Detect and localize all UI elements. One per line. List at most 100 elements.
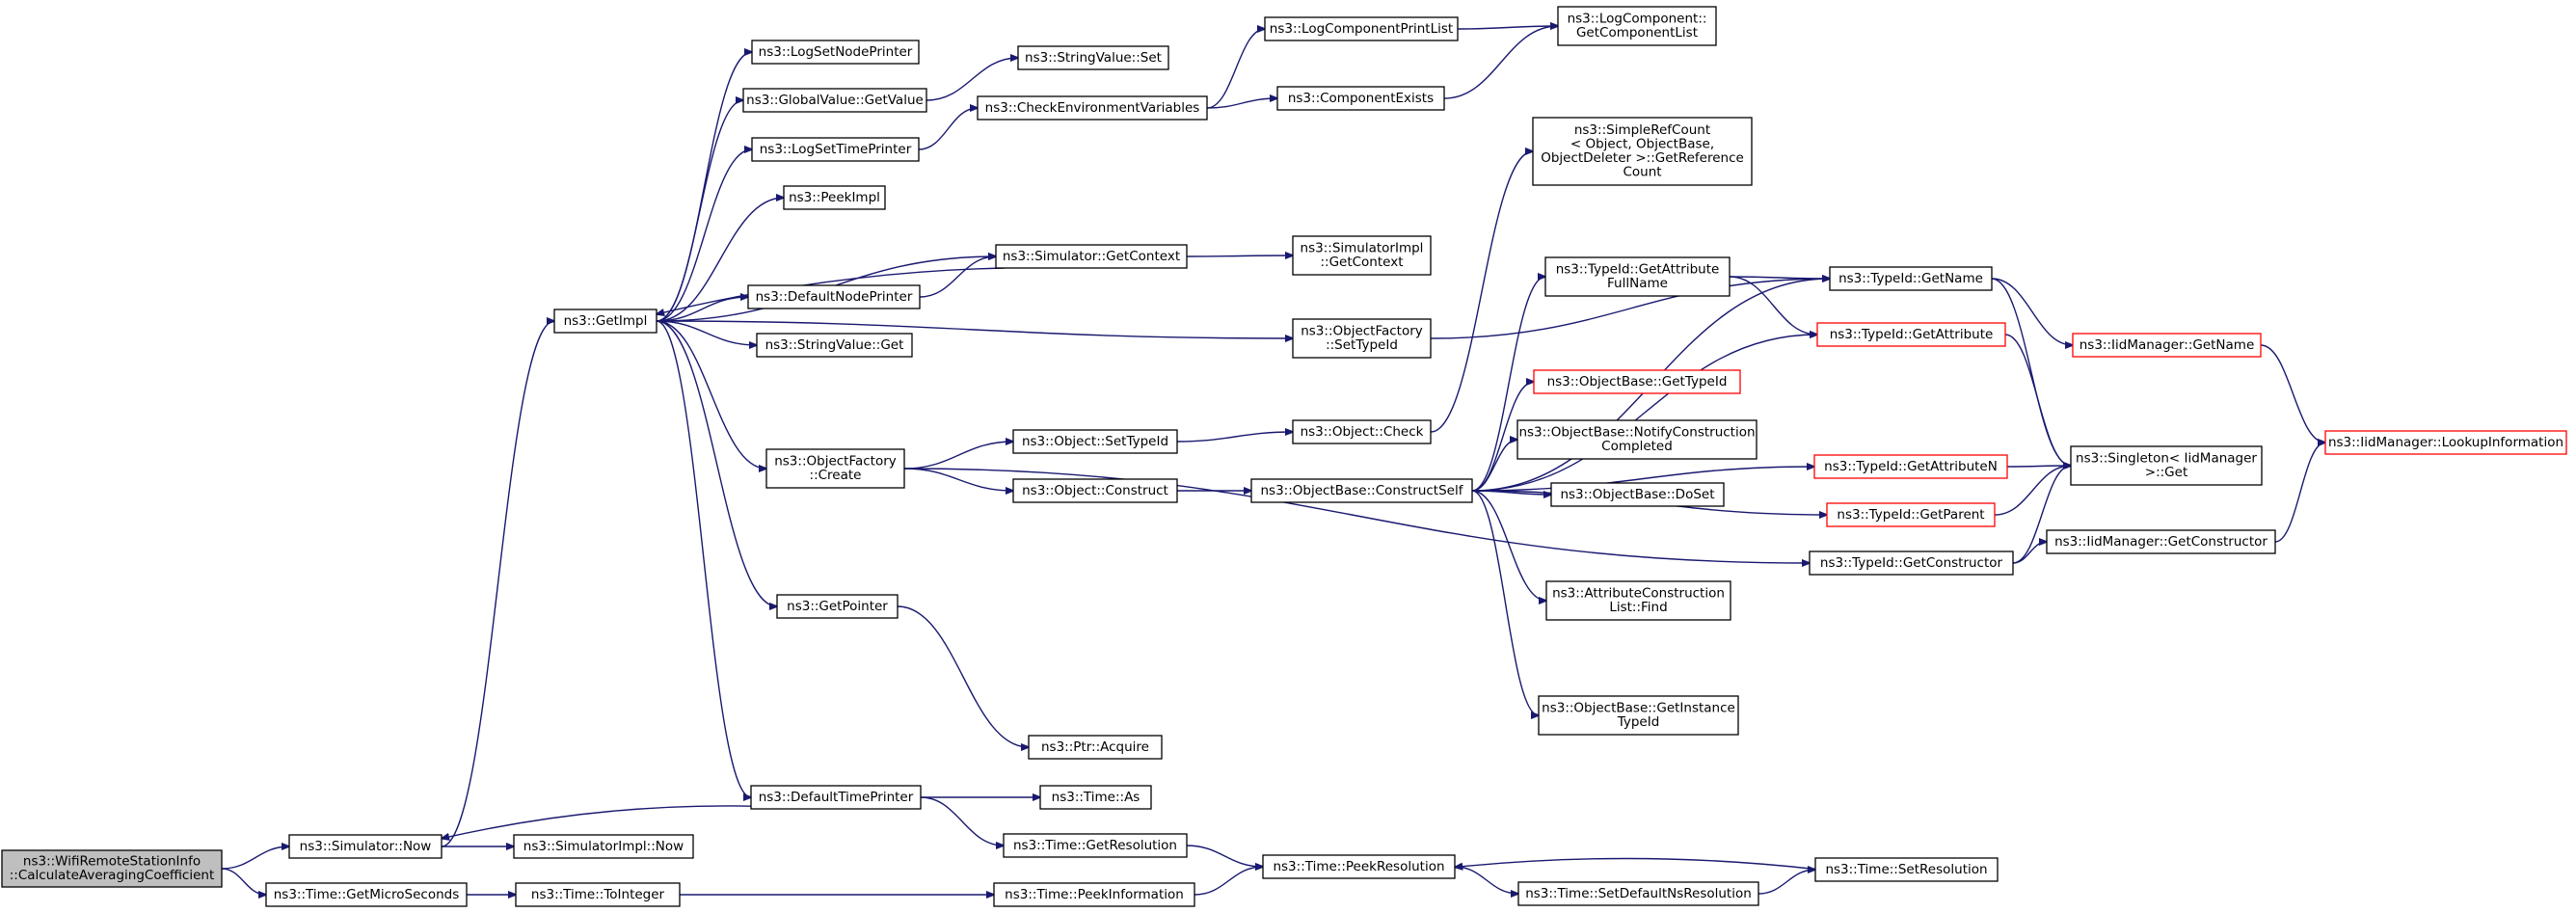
node-box [1545,580,1731,621]
node-getmicro[interactable]: ns3::Time::GetMicroSeconds [265,882,468,907]
call-edge [1471,467,1814,492]
node-label: ns3::PeekImpl [789,190,880,205]
node-objsettype[interactable]: ns3::Object::SetTypeId [1012,429,1178,454]
node-label: < Object, ObjectBase, [1570,137,1714,152]
node-peekres[interactable]: ns3::Time::PeekResolution [1262,854,1456,879]
node-constructself[interactable]: ns3::ObjectBase::ConstructSelf [1250,478,1473,503]
node-label: ns3::Time::PeekResolution [1273,859,1444,874]
node-iidgetname[interactable]: ns3::IidManager::GetName [2072,333,2262,358]
node-objcheck[interactable]: ns3::Object::Check [1292,419,1432,444]
node-logcompprint[interactable]: ns3::LogComponentPrintList [1264,16,1459,41]
call-edge [1194,867,1263,896]
node-simimplnow[interactable]: ns3::SimulatorImpl::Now [513,834,694,859]
node-label: ns3::CheckEnvironmentVariables [985,100,1200,116]
node-defnode[interactable]: ns3::DefaultNodePrinter [747,284,921,309]
edge-deftime-to-simnow [442,805,752,839]
node-deftime[interactable]: ns3::DefaultTimePrinter [750,785,922,810]
node-globalget[interactable]: ns3::GlobalValue::GetValue [742,88,927,113]
edge-getattrfull-to-tidgetname [1729,277,1830,279]
edge-deftime-to-getres [920,796,1004,846]
node-peekimpl[interactable]: ns3::PeekImpl [783,185,886,210]
call-edge [1206,29,1265,109]
node-label: FullName [1607,276,1668,291]
call-edge [1471,490,1539,715]
node-label: ns3::DefaultTimePrinter [759,790,914,805]
node-getres[interactable]: ns3::Time::GetResolution [1003,833,1188,858]
node-label: List::Find [1609,600,1667,615]
node-iidgetconstr[interactable]: ns3::IidManager::GetConstructor [2046,529,2276,554]
node-logsetnode[interactable]: ns3::LogSetNodePrinter [751,40,920,65]
node-label: ns3::LogSetNodePrinter [759,44,913,60]
node-label: ns3::IidManager::LookupInformation [2328,435,2563,450]
node-strset[interactable]: ns3::StringValue::Set [1017,45,1169,70]
edge-setdefaultns-to-timesetres [1758,870,1815,895]
node-simnow[interactable]: ns3::Simulator::Now [288,834,443,859]
edge-checkenv-to-compexists [1206,98,1277,109]
node-logsettime[interactable]: ns3::LogSetTimePrinter [751,137,920,162]
call-edge [1729,277,1830,279]
node-iidlookup[interactable]: ns3::IidManager::LookupInformation [2324,430,2567,455]
node-box [1809,550,2014,576]
node-label: ns3::StringValue::Get [765,337,904,353]
node-compexists[interactable]: ns3::ComponentExists [1276,86,1445,111]
node-ofsettype[interactable]: ns3::ObjectFactory::SetTypeId [1292,318,1432,359]
node-tointeger[interactable]: ns3::Time::ToInteger [515,882,681,907]
node-singletonget[interactable]: ns3::Singleton< IidManager>::Get [2070,445,2263,486]
node-notifyconstr[interactable]: ns3::ObjectBase::NotifyConstructionCompl… [1516,419,1758,460]
edge-ofcreate-to-objconstruct [903,468,1013,491]
node-tidgetattr[interactable]: ns3::TypeId::GetAttribute [1816,322,2006,347]
node-timesetres[interactable]: ns3::Time::SetResolution [1814,857,1999,882]
node-label: ::Create [810,468,862,483]
node-ofcreate[interactable]: ns3::ObjectFactory::Create [765,448,905,489]
node-timeas[interactable]: ns3::Time::As [1039,785,1152,810]
edge-logsettime-to-checkenv [918,108,978,150]
edge-getimpl-to-deftime [656,320,751,797]
edge-getimpl-to-defnode [656,297,748,322]
node-label: ns3::TypeId::GetParent [1837,507,1984,523]
node-peekinfo[interactable]: ns3::Time::PeekInformation [993,882,1195,907]
node-doset[interactable]: ns3::ObjectBase::DoSet [1550,482,1725,507]
node-objconstruct[interactable]: ns3::Object::Construct [1012,478,1178,503]
call-edge [1471,440,1517,492]
node-box [1264,16,1459,41]
node-label: ns3::TypeId::GetAttributeN [1824,459,1998,474]
node-simgetctx[interactable]: ns3::Simulator::GetContext [995,244,1188,269]
edge-getimpl-to-ofcreate [656,320,766,469]
edge-root-to-simnow [221,846,289,870]
node-simimplctx[interactable]: ns3::SimulatorImpl::GetContext [1292,235,1432,276]
node-objbasegettype[interactable]: ns3::ObjectBase::GetTypeId [1533,369,1741,394]
node-checkenv[interactable]: ns3::CheckEnvironmentVariables [977,95,1208,121]
node-getpointer[interactable]: ns3::GetPointer [776,594,899,619]
node-getimpl[interactable]: ns3::GetImpl [553,309,657,334]
node-ptracquire[interactable]: ns3::Ptr::Acquire [1028,735,1163,760]
node-box [783,185,886,210]
node-tidgetconstr[interactable]: ns3::TypeId::GetConstructor [1809,550,2014,576]
node-box [993,882,1195,907]
node-label: ns3::Time::SetDefaultNsResolution [1525,886,1752,901]
node-box [2072,333,2262,358]
node-simplerefcount[interactable]: ns3::SimpleRefCount< Object, ObjectBase,… [1532,117,1753,186]
node-label: ns3::LogComponentPrintList [1270,21,1453,37]
node-box [1012,478,1178,503]
node-tidgetparent[interactable]: ns3::TypeId::GetParent [1826,502,1996,527]
edge-compexists-to-logcompget [1443,26,1558,99]
node-label: GetComponentList [1576,25,1698,40]
node-logcompget[interactable]: ns3::LogComponent::GetComponentList [1557,6,1717,46]
node-root[interactable]: ns3::WifiRemoteStationInfo::CalculateAve… [1,849,223,888]
node-tidgetname[interactable]: ns3::TypeId::GetName [1829,266,1993,291]
node-tidgetattrn[interactable]: ns3::TypeId::GetAttributeN [1813,454,2008,479]
node-setdefaultns[interactable]: ns3::Time::SetDefaultNsResolution [1517,881,1759,906]
node-label: ns3::IidManager::GetConstructor [2054,534,2267,550]
edge-logcompprint-to-logcompget [1457,26,1558,29]
node-box [1262,854,1456,879]
node-label: ns3::IidManager::GetName [2080,337,2255,353]
edge-tidgetconstr-to-singletonget [2012,466,2071,564]
node-box [1816,322,2006,347]
node-label: ns3::SimpleRefCount [1574,122,1710,138]
node-strget[interactable]: ns3::StringValue::Get [756,333,913,358]
edge-getimpl-to-strget [656,320,757,345]
node-label: ::SetTypeId [1326,337,1398,353]
